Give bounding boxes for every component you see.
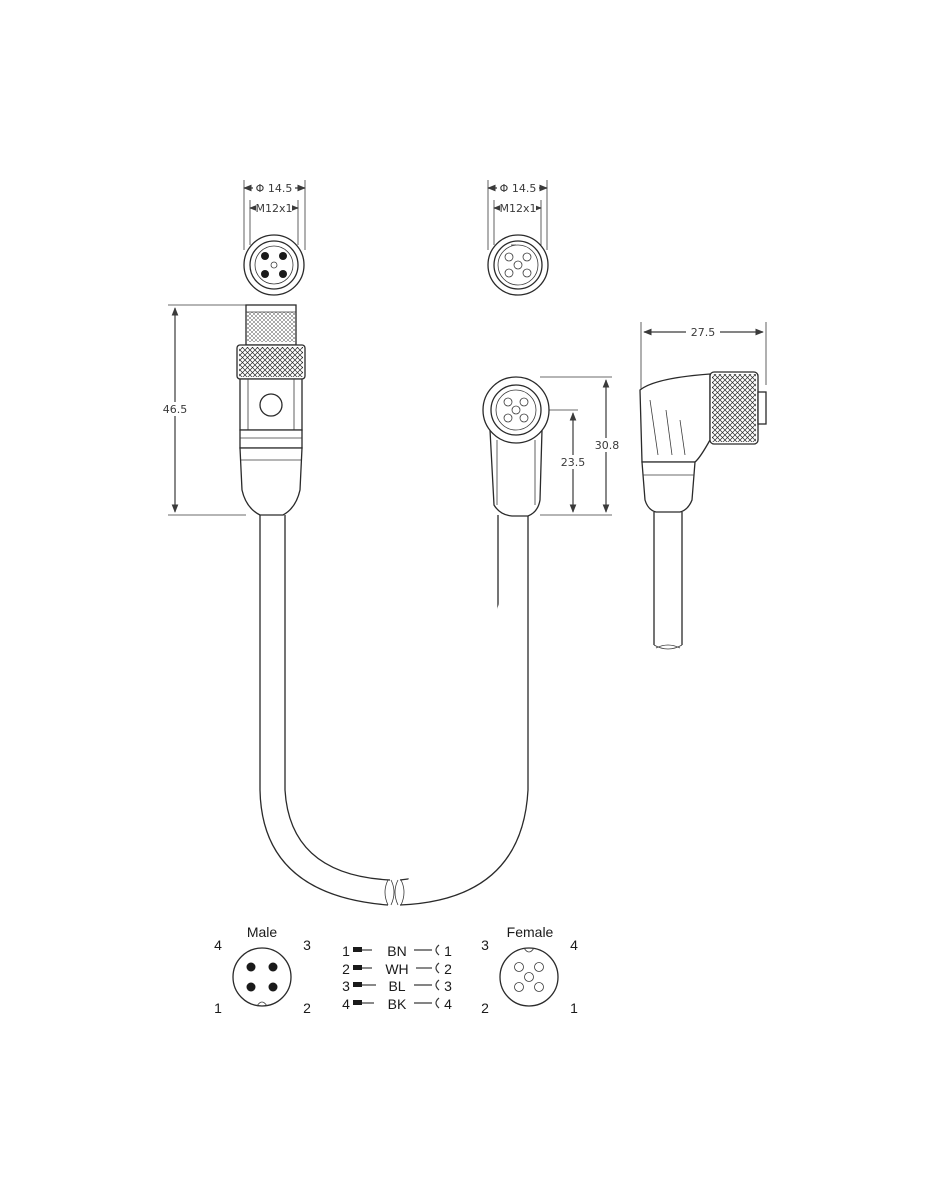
diameter-label-male: Φ 14.5 bbox=[256, 182, 293, 195]
wiring-table: 1 BN 1 2 WH 2 3 BL 3 4 bbox=[342, 943, 452, 1012]
wire-left-pin: 1 bbox=[342, 943, 350, 959]
wire-right-pin: 1 bbox=[444, 943, 452, 959]
wire-row: 3 BL 3 bbox=[342, 978, 452, 994]
wire-row: 1 BN 1 bbox=[342, 943, 452, 959]
wire-right-pin: 3 bbox=[444, 978, 452, 994]
wire-row: 2 WH 2 bbox=[342, 961, 452, 977]
wire-left-pin: 2 bbox=[342, 961, 350, 977]
male-pin-label-3: 3 bbox=[303, 937, 311, 953]
wire-color: BL bbox=[388, 978, 405, 994]
male-pinout: Male 4 3 1 2 bbox=[214, 924, 311, 1016]
female-pin-label-3: 3 bbox=[481, 937, 489, 953]
male-title: Male bbox=[247, 924, 278, 940]
wire-right-pin: 4 bbox=[444, 996, 452, 1012]
wire-color: BK bbox=[388, 996, 407, 1012]
female-angled-connector-side: 27.5 bbox=[639, 322, 767, 650]
female-pin-label-1: 1 bbox=[570, 1000, 578, 1016]
wire-row: 4 BK 4 bbox=[342, 996, 452, 1012]
female-pinout: Female 3 4 2 1 bbox=[481, 924, 578, 1016]
female-pin-label-2: 2 bbox=[481, 1000, 489, 1016]
male-pin-label-2: 2 bbox=[303, 1000, 311, 1016]
female-title: Female bbox=[507, 924, 554, 940]
wire-color: BN bbox=[387, 943, 406, 959]
wire-left-pin: 3 bbox=[342, 978, 350, 994]
wire-left-pin: 4 bbox=[342, 996, 350, 1012]
cable bbox=[259, 515, 529, 906]
wire-color: WH bbox=[385, 961, 408, 977]
male-pin-label-1: 1 bbox=[214, 1000, 222, 1016]
female-face-view: Φ 14.5 M12x1 bbox=[487, 180, 549, 296]
female-pin-label-4: 4 bbox=[570, 937, 578, 953]
wire-right-pin: 2 bbox=[444, 961, 452, 977]
male-pin-label-4: 4 bbox=[214, 937, 222, 953]
male-face-view: Φ 14.5 M12x1 bbox=[243, 180, 306, 296]
thread-label-female: M12x1 bbox=[500, 202, 537, 215]
height-label-total: 30.8 bbox=[595, 439, 620, 452]
width-label-angled: 27.5 bbox=[691, 326, 716, 339]
male-straight-connector: 46.5 bbox=[158, 304, 306, 516]
height-label-inner: 23.5 bbox=[561, 456, 586, 469]
thread-label-male: M12x1 bbox=[256, 202, 293, 215]
diameter-label-female: Φ 14.5 bbox=[500, 182, 537, 195]
female-angled-connector-front: 30.8 23.5 bbox=[482, 376, 624, 517]
length-label-male: 46.5 bbox=[163, 403, 188, 416]
